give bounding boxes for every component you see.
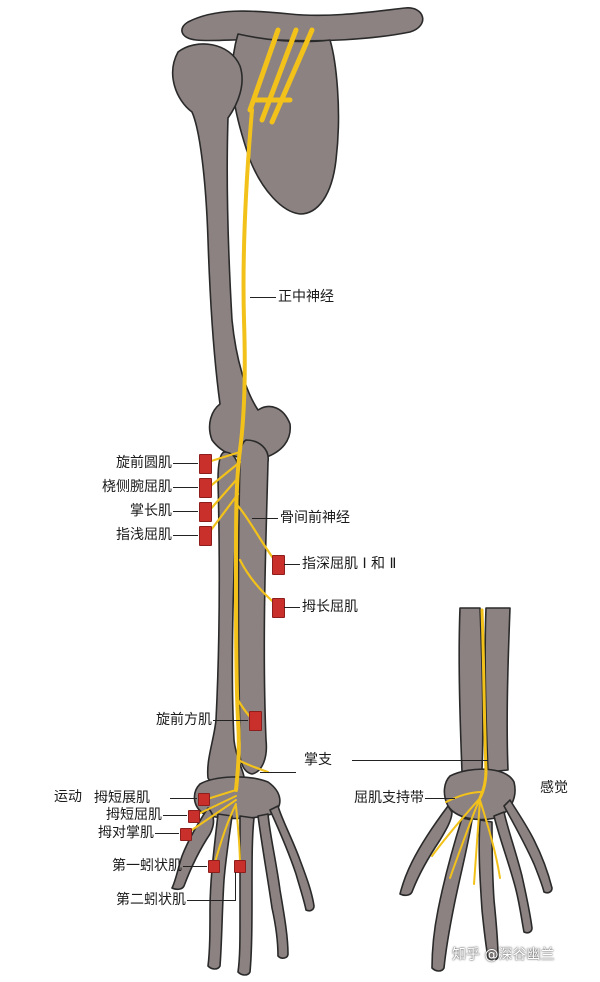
- inset-nerve: [478, 608, 488, 800]
- fpb-leader: [163, 815, 187, 816]
- palmar-branch-label: 掌支: [304, 752, 332, 768]
- lumbrical1-label: 第一蚓状肌: [112, 858, 182, 874]
- lumbrical2-marker: [234, 860, 246, 873]
- sensory-label: 感觉: [540, 780, 568, 796]
- fdp-label: 指深屈肌 Ⅰ 和 Ⅱ: [302, 556, 397, 572]
- ulna: [237, 439, 269, 775]
- pronator-teres-label: 旋前圆肌: [116, 455, 172, 471]
- anterior-interosseous-leader: [252, 518, 278, 519]
- palmaris-longus-marker: [199, 502, 212, 522]
- op-leader: [155, 833, 179, 834]
- median-nerve-label: 正中神经: [278, 289, 334, 305]
- ring-finger-bones: [257, 813, 289, 959]
- lumbrical2-label: 第二蚓状肌: [116, 892, 186, 908]
- fds-leader: [173, 535, 198, 536]
- palmar-branch-leader-left: [260, 772, 296, 773]
- fpb-marker: [188, 810, 200, 823]
- fcr-leader: [173, 487, 198, 488]
- fpl-leader: [284, 607, 300, 608]
- fdp-marker: [272, 555, 285, 575]
- clavicle: [181, 7, 424, 42]
- fcr-label: 桡侧腕屈肌: [102, 479, 172, 495]
- motor-label: 运动: [54, 789, 82, 805]
- inset-index: [431, 817, 473, 972]
- lumbrical1-leader: [183, 866, 207, 867]
- forearm-branches: [206, 450, 280, 774]
- palmaris-longus-label: 掌长肌: [130, 503, 172, 519]
- palmaris-longus-leader: [173, 511, 198, 512]
- median-nerve-leader: [250, 297, 276, 298]
- palmar-branch-leader-right: [352, 760, 488, 761]
- fds-marker: [199, 526, 212, 546]
- apb-label: 拇短展肌: [94, 790, 150, 806]
- op-label: 拇对掌肌: [98, 825, 154, 841]
- retinaculum-label: 屈肌支持带: [354, 790, 424, 806]
- inset-nerve-branches: [431, 791, 501, 885]
- inset-ring: [493, 811, 533, 934]
- thumb-bones: [171, 807, 215, 891]
- lumbrical2-leader: [187, 900, 235, 901]
- brachial-plexus: [247, 27, 315, 125]
- fpl-marker: [272, 598, 285, 618]
- lumbrical2-leader-riser: [235, 872, 236, 901]
- fpb-label: 拇短屈肌: [106, 807, 162, 823]
- anterior-interosseous-label: 骨间前神经: [280, 510, 350, 526]
- inset-thumb: [399, 805, 453, 897]
- lumbrical1-marker: [208, 860, 220, 873]
- fcr-marker: [199, 478, 212, 498]
- inset-middle: [478, 819, 499, 961]
- fdp-leader: [284, 564, 300, 565]
- index-finger-bones: [207, 813, 233, 970]
- pronator-teres-marker: [199, 454, 212, 474]
- fds-label: 指浅屈肌: [116, 527, 172, 543]
- little-finger-bones: [269, 805, 315, 912]
- middle-finger-bones: [237, 815, 255, 976]
- pronator-quadratus-marker: [249, 711, 262, 731]
- inset-ulna: [484, 607, 511, 773]
- median-nerve-trunk: [234, 108, 254, 792]
- inset-radius: [458, 607, 484, 773]
- apb-leader: [170, 798, 197, 799]
- humerus: [171, 43, 291, 460]
- hand-branches: [185, 789, 241, 867]
- pronator-quadratus-label: 旋前方肌: [156, 712, 212, 728]
- op-marker: [180, 828, 192, 841]
- watermark: 知乎 @深谷幽兰: [452, 947, 555, 963]
- apb-marker: [198, 793, 210, 806]
- retinaculum-leader: [425, 798, 455, 799]
- pronator-teres-leader: [173, 463, 198, 464]
- fpl-label: 拇长屈肌: [302, 599, 358, 615]
- pronator-quadratus-leader: [213, 720, 248, 721]
- inset-little: [503, 799, 553, 894]
